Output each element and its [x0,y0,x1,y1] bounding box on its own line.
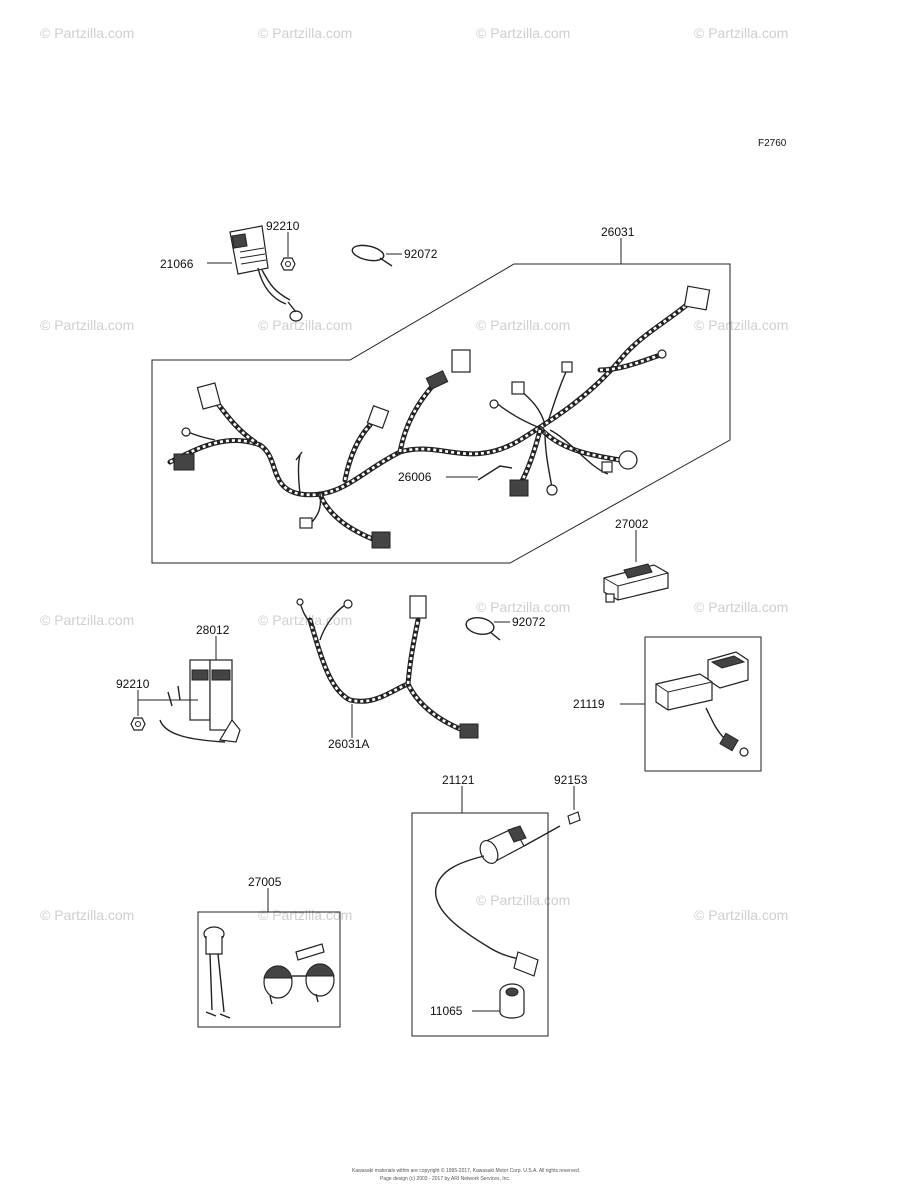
watermark: © Partzilla.com [694,599,788,615]
label-26031a[interactable]: 26031A [328,737,369,751]
part-27005-switch-assy[interactable] [203,926,335,1019]
label-21066[interactable]: 21066 [160,257,194,271]
watermark: © Partzilla.com [258,25,352,41]
box-27005 [197,911,341,1028]
label-92153[interactable]: 92153 [554,773,588,787]
part-21121-ignition-coil[interactable] [435,825,561,977]
watermark: © Partzilla.com [40,25,134,41]
watermark-group: © Partzilla.com © Partzilla.com © Partzi… [40,25,788,923]
label-21121[interactable]: 21121 [442,773,475,787]
watermark: © Partzilla.com [40,317,134,333]
figure-code: F2760 [758,138,787,149]
label-92210-lower[interactable]: 92210 [116,677,150,691]
copyright-line-1: Kawasaki materials within are copyright … [352,1167,580,1174]
copyright-line-2: Page design (c) 2003 - 2017 by ARI Netwo… [380,1176,510,1182]
label-27005[interactable]: 27005 [248,875,282,889]
watermark: © Partzilla.com [476,25,570,41]
watermark: © Partzilla.com [258,317,352,333]
watermark: © Partzilla.com [258,907,352,923]
watermark: © Partzilla.com [476,317,570,333]
watermark: © Partzilla.com [40,612,134,628]
part-92072-band[interactable] [351,243,393,267]
watermark: © Partzilla.com [694,907,788,923]
watermark: © Partzilla.com [694,25,788,41]
part-21066-regulator[interactable] [229,225,303,322]
label-92210-top[interactable]: 92210 [266,219,300,233]
label-26031[interactable]: 26031 [601,225,635,239]
label-92072-top[interactable]: 92072 [404,247,438,261]
part-28012-ignitor[interactable] [159,659,241,743]
watermark: © Partzilla.com [476,892,570,908]
watermark: © Partzilla.com [40,907,134,923]
part-92153-bolt[interactable] [567,811,581,825]
part-27002-relay[interactable] [603,563,669,603]
part-92210-nut[interactable] [280,257,296,271]
box-21121 [411,812,549,1037]
watermark: © Partzilla.com [694,317,788,333]
watermark: © Partzilla.com [476,599,570,615]
part-92210-nut-lower[interactable] [130,717,146,731]
part-26031-main-harness[interactable] [167,285,711,549]
label-27002[interactable]: 27002 [615,517,649,531]
label-26006[interactable]: 26006 [398,470,432,484]
label-21119[interactable]: 21119 [573,697,605,711]
part-11065-plug-cap[interactable] [499,983,525,1019]
watermark: © Partzilla.com [258,612,352,628]
harness-box-outline [151,263,731,564]
label-92072-lower[interactable]: 92072 [512,615,546,629]
label-28012[interactable]: 28012 [196,623,230,637]
part-92072-band-lower[interactable] [465,616,501,641]
part-26031a-sub-harness[interactable] [296,595,479,739]
part-21119-igniter[interactable] [655,651,749,757]
label-11065[interactable]: 11065 [430,1004,463,1018]
